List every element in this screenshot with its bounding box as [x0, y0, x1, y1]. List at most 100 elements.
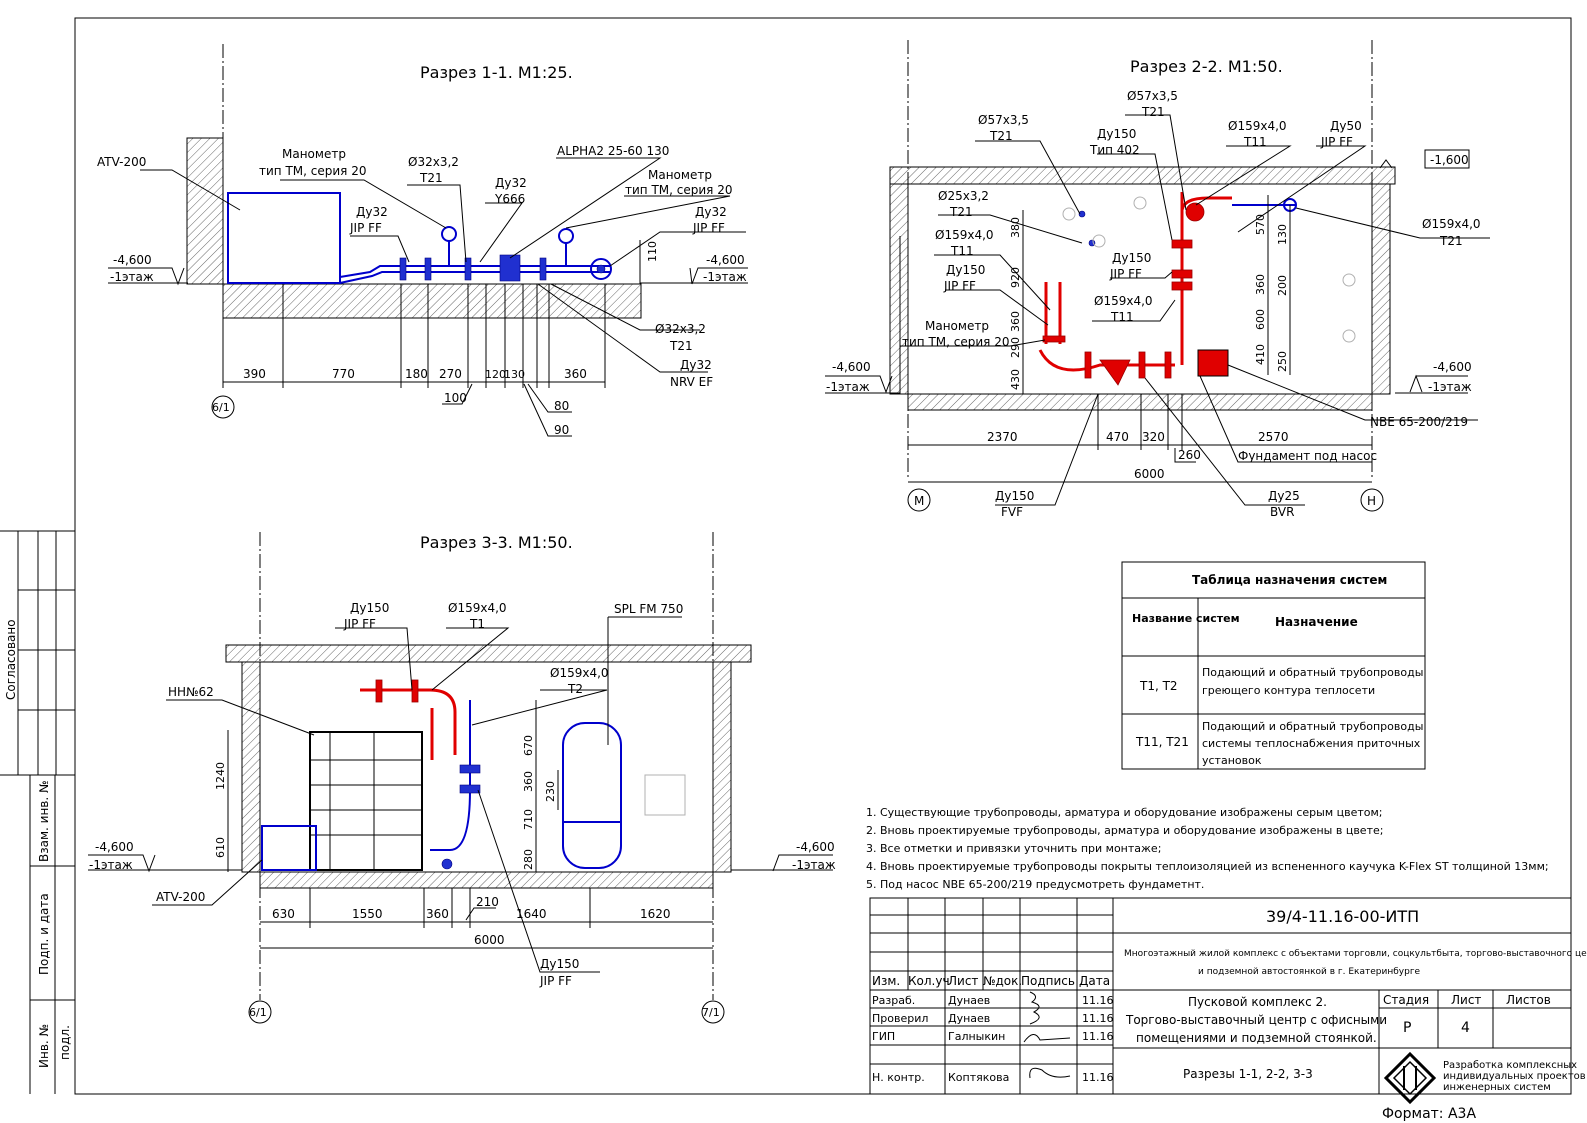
pump-nbe: [1197, 349, 1229, 377]
svg-text:Ø159х4,0: Ø159х4,0: [1094, 294, 1153, 308]
svg-text:1620: 1620: [640, 907, 671, 921]
svg-text:Тип 402: Тип 402: [1089, 143, 1140, 157]
svg-text:Ø159х4,0: Ø159х4,0: [1422, 217, 1481, 231]
svg-text:Т1, Т2: Т1, Т2: [1139, 679, 1178, 693]
svg-text:11.16: 11.16: [1082, 1012, 1114, 1025]
label-atv-1-1: ATV-200: [97, 155, 146, 169]
svg-text:410: 410: [1254, 344, 1267, 365]
section-3-3-title: Разрез 3-3. М1:50.: [420, 533, 573, 552]
svg-text:Фундамент под насос: Фундамент под насос: [1238, 449, 1377, 463]
svg-text:11.16: 11.16: [1082, 1030, 1114, 1043]
pipe-2-2-main: [1038, 349, 1175, 372]
note-5: 5. Под насос NBE 65-200/219 предусмотрет…: [866, 878, 1204, 891]
svg-text:Ду32: Ду32: [695, 205, 727, 219]
svg-text:-1этаж: -1этаж: [826, 380, 870, 394]
svg-text:Ø159х4,0: Ø159х4,0: [935, 228, 994, 242]
svg-text:-4,600: -4,600: [706, 253, 745, 267]
svg-text:-4,600: -4,600: [95, 840, 134, 854]
note-3: 3. Все отметки и привязки уточнить при м…: [866, 842, 1161, 855]
svg-text:250: 250: [1276, 351, 1289, 372]
svg-text:710: 710: [522, 809, 535, 830]
svg-text:НН№62: НН№62: [168, 685, 214, 699]
svg-text:290: 290: [1009, 337, 1022, 358]
svg-text:270: 270: [439, 367, 462, 381]
svg-text:Торгово-выставочный центр с оф: Торгово-выставочный центр с офисными: [1125, 1013, 1387, 1027]
svg-text:греющего контура теплосети: греющего контура теплосети: [1202, 684, 1375, 697]
svg-text:JIP FF: JIP FF: [1320, 135, 1353, 149]
svg-text:260: 260: [1178, 448, 1201, 462]
svg-text:Т1: Т1: [469, 617, 485, 631]
pump-alpha2: [499, 254, 521, 282]
note-2: 2. Вновь проектируемые трубопроводы, арм…: [866, 824, 1383, 837]
stamp-inv-vzam: Взам. инв. №: [37, 781, 51, 862]
svg-text:920: 920: [1009, 267, 1022, 288]
svg-text:180: 180: [405, 367, 428, 381]
svg-text:Ду32: Ду32: [680, 358, 712, 372]
stamp-agreed: Согласовано: [4, 619, 18, 700]
svg-text:Подающий и обратный трубопрово: Подающий и обратный трубопроводы: [1202, 720, 1423, 733]
axis-n: [1360, 488, 1384, 512]
svg-text:Т11: Т11: [950, 244, 974, 258]
svg-text:230: 230: [544, 781, 557, 802]
svg-text:SPL FM 750: SPL FM 750: [614, 602, 683, 616]
section-1-1: Разрез 1-1. М1:25. ATV-200 Манометр тип …: [97, 44, 748, 437]
svg-text:-4,600: -4,600: [113, 253, 152, 267]
svg-text:Т2: Т2: [567, 682, 583, 696]
svg-text:NBE 65-200/219: NBE 65-200/219: [1370, 415, 1468, 429]
wall-1-1: [186, 137, 224, 285]
title-block: Изм. Кол.уч Лист №док. Подпись Дата Разр…: [869, 897, 1587, 1122]
svg-text:FVF: FVF: [1001, 505, 1023, 519]
svg-text:Лист: Лист: [1451, 993, 1481, 1007]
svg-text:Лист: Лист: [948, 974, 978, 988]
svg-text:Ø57х3,5: Ø57х3,5: [978, 113, 1029, 127]
svg-text:360: 360: [426, 907, 449, 921]
axis-6-1-bottom: [248, 1000, 272, 1024]
table-title: Таблица назначения систем: [1192, 573, 1387, 587]
note-4: 4. Вновь проектируемые трубопроводы покр…: [866, 860, 1549, 873]
axis-6-1-top: [211, 395, 235, 419]
svg-text:Y666: Y666: [494, 192, 525, 206]
svg-text:Многоэтажный жилой комплекс с: Многоэтажный жилой комплекс с объектами …: [1124, 949, 1587, 959]
svg-text:Ду32: Ду32: [356, 205, 388, 219]
svg-text:Дата: Дата: [1079, 974, 1110, 988]
svg-text:ГИП: ГИП: [872, 1030, 895, 1043]
svg-text:М: М: [914, 494, 924, 508]
svg-text:Разработка комплексных: Разработка комплексных: [1443, 1060, 1577, 1071]
svg-text:630: 630: [272, 907, 295, 921]
svg-text:Листов: Листов: [1506, 993, 1551, 1007]
svg-text:помещениями и подземной стоянк: помещениями и подземной стоянкой.: [1136, 1031, 1377, 1045]
svg-text:Т21: Т21: [949, 205, 973, 219]
svg-text:индивидуальных проектов: индивидуальных проектов: [1443, 1071, 1586, 1082]
svg-text:7/1: 7/1: [702, 1006, 720, 1019]
svg-text:380: 380: [1009, 217, 1022, 238]
svg-text:Т11: Т11: [1110, 310, 1134, 324]
svg-text:200: 200: [1276, 275, 1289, 296]
svg-text:Ду32: Ду32: [495, 176, 527, 190]
svg-text:Манометр: Манометр: [925, 319, 989, 333]
svg-text:Ду50: Ду50: [1330, 119, 1362, 133]
svg-text:системы теплоснабжения приточн: системы теплоснабжения приточных: [1202, 737, 1421, 750]
svg-text:JIP FF: JIP FF: [1109, 267, 1142, 281]
svg-text:Н: Н: [1367, 494, 1376, 508]
notes: 1. Существующие трубопроводы, арматура и…: [866, 806, 1549, 891]
svg-text:-1,600: -1,600: [1430, 153, 1469, 167]
svg-text:Кол.уч: Кол.уч: [908, 974, 950, 988]
signature-2-icon: [1023, 1034, 1071, 1043]
svg-text:и подземной автостоянкой в г.: и подземной автостоянкой в г. Екатеринбу…: [1198, 967, 1421, 977]
svg-text:NRV EF: NRV EF: [670, 375, 713, 389]
svg-text:Ø32х3,2: Ø32х3,2: [408, 155, 459, 169]
svg-text:Изм.: Изм.: [872, 974, 900, 988]
axis-m: [907, 488, 931, 512]
svg-text:Манометр: Манометр: [648, 168, 712, 182]
svg-text:80: 80: [554, 399, 569, 413]
svg-text:Коптякова: Коптякова: [948, 1071, 1009, 1084]
floor-3-3: [259, 871, 714, 889]
svg-text:6/1: 6/1: [212, 401, 230, 414]
svg-text:4: 4: [1461, 1020, 1470, 1036]
svg-text:110: 110: [646, 241, 659, 262]
svg-text:360: 360: [1254, 274, 1267, 295]
section-1-1-title: Разрез 1-1. М1:25.: [420, 63, 573, 82]
svg-text:2570: 2570: [1258, 430, 1289, 444]
svg-text:Разраб.: Разраб.: [872, 994, 915, 1007]
svg-text:Ду150: Ду150: [995, 489, 1034, 503]
